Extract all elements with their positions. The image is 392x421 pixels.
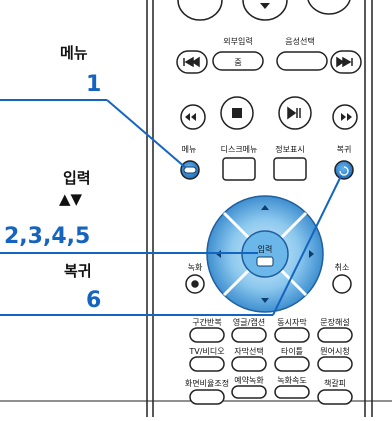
info-label: 정보표시 (275, 144, 304, 154)
rec-speed-label: 녹화속도 (277, 376, 306, 385)
disc-menu-label: 디스크메뉴 (221, 145, 258, 154)
input-callout-arrows: ▲▼ (59, 190, 83, 208)
dpad[interactable] (206, 195, 324, 313)
return-callout-number: 6 (86, 288, 102, 313)
top-partial-buttons (177, 0, 351, 21)
return-callout-label: 복귀 (64, 262, 92, 280)
tv-video-label: TV/비디오 (188, 347, 224, 356)
bottom-button-grid (189, 327, 353, 405)
input-callout-numbers: 2,3,4,5 (4, 224, 91, 249)
title-label: 타이틀 (281, 346, 303, 356)
input-callout-label: 입력 (63, 169, 91, 187)
jump-button (212, 51, 264, 71)
simul-cap-label: 동시자막 (277, 317, 307, 327)
menu-small-label: 메뉴 (182, 145, 197, 154)
remote-labels: 외부입력 음성선택 줌 메뉴 디스크메뉴 정보표시 복귀 입력 녹화 취소 구간… (182, 36, 352, 388)
sound-select-label: 음성선택 (285, 36, 314, 46)
menu-callout-label: 메뉴 (60, 44, 88, 62)
return-small-label: 복귀 (337, 144, 352, 154)
transport-buttons (180, 96, 358, 130)
enter-label: 입력 (258, 244, 273, 254)
word-view-label: 뭔어시청 (320, 346, 349, 356)
bookmark-label: 책갈피 (324, 378, 346, 388)
skip-back-icon (176, 50, 208, 74)
skip-forward-icon (330, 50, 362, 74)
leader-lines (0, 99, 342, 316)
eng-cap-label: 영글/캡션 (233, 317, 265, 327)
rec-reserve-label: 예약녹화 (234, 375, 264, 385)
sound-select-button (276, 51, 328, 71)
section-repeat-label: 구간반복 (192, 317, 221, 327)
menu-row (180, 157, 354, 181)
menu-callout-number: 1 (86, 72, 102, 97)
aspect-label: 화면비율조정 (185, 378, 229, 388)
external-input-label: 외부입력 (223, 36, 252, 46)
cancel-label: 취소 (335, 263, 350, 272)
cap-select-label: 자막선택 (234, 346, 263, 356)
jump-label: 줌 (234, 58, 241, 67)
record-label: 녹화 (188, 263, 203, 272)
sentence-label: 문장해설 (320, 317, 349, 327)
side-buttons (185, 274, 352, 294)
